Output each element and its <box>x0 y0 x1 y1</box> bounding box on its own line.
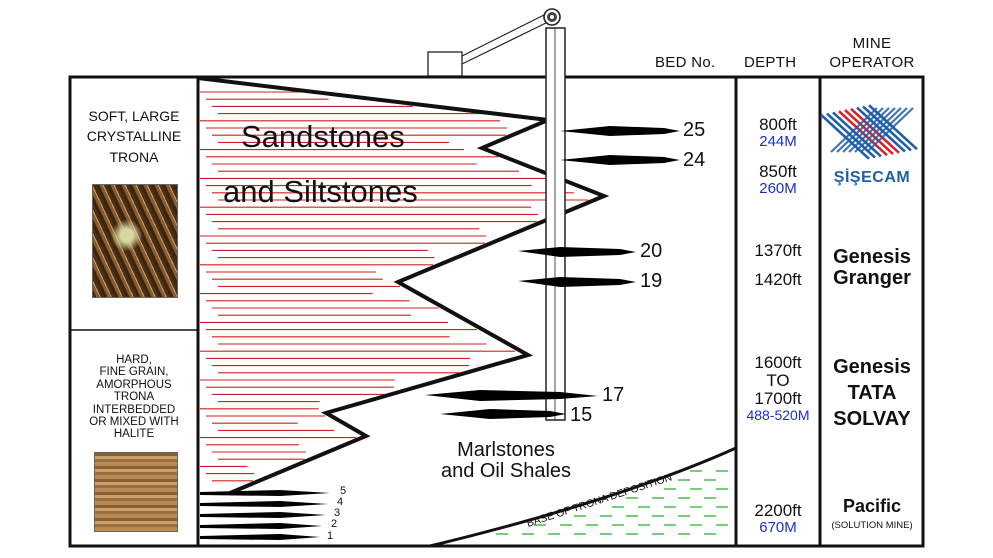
depth-850: 850ft 260M <box>737 163 819 197</box>
hard-trona-line: HARD, <box>116 354 152 366</box>
siltstones-label: and Siltstones <box>223 174 418 209</box>
depth-1600-1700-m: 488-520M <box>746 406 810 423</box>
operator-genesis-granger-line2: Granger <box>833 267 911 289</box>
bed-1-lens <box>200 534 320 540</box>
bed-label-19: 19 <box>640 270 663 292</box>
bed-label-2: 2 <box>331 518 338 530</box>
logo-stroke <box>848 107 896 153</box>
depth-to: TO <box>766 370 790 390</box>
logo-stroke <box>850 107 900 154</box>
sandstone-strata-lines <box>200 91 589 482</box>
operator-pacific-name: Pacific <box>842 496 902 516</box>
depth-800-m: 244M <box>759 132 797 150</box>
depth-800-ft: 800ft <box>759 115 797 134</box>
bed-5-lens <box>200 490 330 496</box>
bed-label-4: 4 <box>337 496 344 508</box>
trona-beds <box>200 126 680 540</box>
hard-trona-line: INTERBEDDED <box>92 403 176 416</box>
soft-trona-line: TRONA <box>109 148 159 165</box>
logo-stroke <box>856 106 906 153</box>
depth-1600-1700: 1600ft TO 1700ft 488-520M <box>735 354 821 422</box>
header-depth: DEPTH <box>744 54 797 71</box>
depth-2200-ft: 2200ft <box>754 501 802 520</box>
logo-stroke <box>842 107 890 153</box>
formation-boundary <box>197 76 610 495</box>
bed-20-lens <box>518 247 636 257</box>
operator-pacific-note: (SOLUTION MINE) <box>831 519 913 531</box>
operator-genesis-granger: Genesis Granger <box>821 247 923 289</box>
hoist-cable-1 <box>461 12 549 57</box>
header-mine-operator-line1: MINE <box>852 35 892 52</box>
soft-trona-label: SOFT, LARGE CRYSTALLINE TRONA <box>71 106 197 167</box>
operator-genesis-tata-solvay: Genesis TATA SOLVAY <box>821 354 923 432</box>
hoist-wheel-icon <box>543 8 561 26</box>
bed-4-lens <box>200 501 328 507</box>
hard-trona-line: TRONA <box>113 391 155 404</box>
operator-solvay-line: SOLVAY <box>833 408 911 430</box>
logo-stroke <box>830 107 878 153</box>
depth-1370-ft: 1370ft <box>754 241 802 260</box>
marlstones-line1: Marlstones <box>457 439 555 461</box>
bed-label-3: 3 <box>334 507 341 519</box>
header-bed-no: BED No. <box>655 54 716 71</box>
hard-trona-line: OR MIXED WITH <box>89 416 179 429</box>
header-mine-operator: MINE OPERATOR <box>820 36 924 71</box>
logo-stroke <box>832 111 882 158</box>
sandstones-label: Sandstones <box>241 119 405 154</box>
depth-1700-ft: 1700ft <box>754 388 802 408</box>
logo-stroke <box>860 107 908 153</box>
bed-label-20: 20 <box>640 240 663 262</box>
operator-genesis-line: Genesis <box>833 356 911 378</box>
bed-label-25: 25 <box>683 119 706 141</box>
soft-trona-photo <box>92 184 178 298</box>
operator-tata-line: TATA <box>847 382 897 404</box>
shale-dash-marks <box>496 470 728 535</box>
logo-stroke <box>854 107 902 153</box>
depth-850-ft: 850ft <box>759 162 797 181</box>
header-mine-operator-line2: OPERATOR <box>829 53 915 71</box>
hard-trona-line: AMORPHOUS <box>96 378 172 391</box>
hoist-cable-2 <box>461 21 549 65</box>
hard-trona-photo <box>94 452 178 532</box>
sisecam-wordmark: ŞİŞECAM <box>833 169 911 186</box>
soft-trona-line: CRYSTALLINE <box>86 128 182 145</box>
mine-shaft <box>545 27 566 421</box>
depth-850-m: 260M <box>759 179 797 197</box>
bed-15-lens <box>440 409 566 419</box>
bed-label-17: 17 <box>602 384 625 406</box>
bed-label-24: 24 <box>683 149 706 171</box>
soft-trona-line: SOFT, LARGE <box>88 108 180 124</box>
surface-building <box>427 51 463 77</box>
bed-label-1: 1 <box>327 530 334 542</box>
depth-2200: 2200ft 670M <box>737 502 819 536</box>
bed-24-lens <box>560 155 680 165</box>
bed-3-lens <box>200 512 326 518</box>
depth-1600-ft: 1600ft <box>754 353 802 372</box>
marlstones-line2: and Oil Shales <box>440 460 572 482</box>
logo-stroke <box>836 107 884 153</box>
bed-2-lens <box>200 523 322 529</box>
bed-25-lens <box>560 126 680 136</box>
depth-800: 800ft 244M <box>737 116 819 150</box>
bed-label-5: 5 <box>340 485 347 497</box>
sisecam-logo-icon <box>820 104 918 160</box>
bed-17-lens <box>425 390 598 401</box>
depth-2200-m: 670M <box>759 518 797 536</box>
bed-19-lens <box>518 277 636 287</box>
operator-pacific: Pacific (SOLUTION MINE) <box>821 497 923 531</box>
bed-label-15: 15 <box>570 404 593 426</box>
hard-trona-label: HARD, FINE GRAIN, AMORPHOUS TRONA INTERB… <box>71 354 197 441</box>
logo-stroke <box>826 112 876 159</box>
logo-stroke <box>866 107 914 153</box>
base-of-trona-curve <box>429 446 737 548</box>
marlstones-label: Marlstones and Oil Shales <box>416 440 596 482</box>
hard-trona-line: FINE GRAIN, <box>99 366 169 379</box>
operator-genesis-granger-line1: Genesis <box>833 246 911 268</box>
depth-1420-ft: 1420ft <box>754 270 802 289</box>
hard-trona-line: HALITE <box>113 428 155 441</box>
